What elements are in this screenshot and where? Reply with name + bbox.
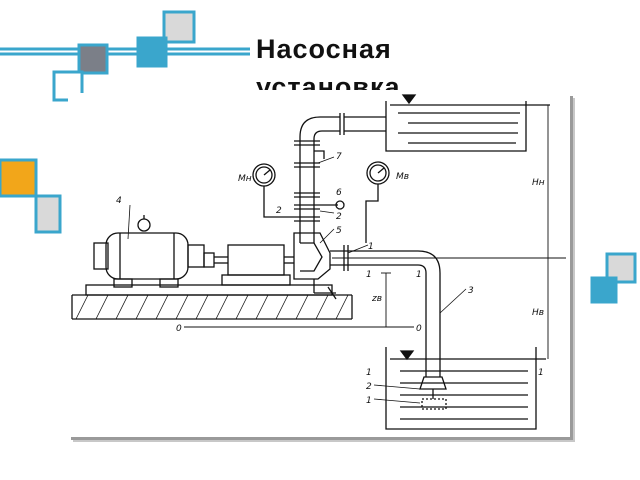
label-flange-2: 2 <box>336 212 342 222</box>
strainer <box>419 376 447 410</box>
floor-hatching <box>75 294 349 320</box>
valve-6 <box>320 200 345 210</box>
label-datum-left: 0 <box>176 324 182 334</box>
label-section-1-mid: 1 <box>368 242 374 252</box>
label-motor: 4 <box>116 196 122 206</box>
coupling <box>203 244 294 286</box>
label-pipe-7: 7 <box>336 152 342 162</box>
title-line-1: Насосная <box>256 34 392 64</box>
label-head-suction: Нв <box>532 308 544 318</box>
motor-4 <box>93 215 205 288</box>
deco-square <box>77 43 109 75</box>
deco-square <box>0 158 38 198</box>
suction-pipe-3 <box>330 245 441 377</box>
label-section-1-left: 1 <box>366 270 372 280</box>
deco-lines <box>0 47 250 56</box>
label-strainer-1: 1 <box>366 396 372 406</box>
pump-5 <box>293 232 337 300</box>
discharge-pipe <box>294 113 386 243</box>
label-gauge-discharge: Мн <box>238 174 252 184</box>
label-section-1-right: 1 <box>416 270 422 280</box>
deco-square <box>590 276 618 304</box>
slide-title: Насосная установка <box>256 30 506 90</box>
label-strainer-2: 2 <box>366 382 372 392</box>
label-datum-right: 0 <box>416 324 422 334</box>
label-tank-section-right: 1 <box>538 368 544 378</box>
deco-square <box>34 194 62 234</box>
lower-level-marker <box>399 350 415 361</box>
title-line-2: установка <box>256 72 401 90</box>
label-tank-section-left: 1 <box>366 368 372 378</box>
upper-level-marker <box>401 94 417 105</box>
lower-tank <box>385 347 546 430</box>
label-valve-6: 6 <box>336 188 342 198</box>
label-pump-5: 5 <box>336 226 342 236</box>
label-head-discharge: Нн <box>532 178 545 188</box>
label-gauge-suction: Мв <box>396 172 409 182</box>
pump-installation-diagram: 4 Мн Мв Нн Нв 7 6 2 5 2 3 zв 1 1 1 0 0 1… <box>68 93 570 437</box>
suction-gauge <box>365 161 390 243</box>
upper-tank <box>385 101 550 152</box>
discharge-gauge <box>252 163 294 218</box>
deco-square <box>136 36 168 68</box>
reference-lines <box>184 105 566 359</box>
label-suction-height: zв <box>371 294 382 304</box>
diagram-canvas: 4 Мн Мв Нн Нв 7 6 2 5 2 3 zв 1 1 1 0 0 1… <box>71 94 566 430</box>
leader-lines <box>127 156 467 404</box>
label-flange-left-2: 2 <box>276 206 282 216</box>
label-pipe-3: 3 <box>468 286 474 296</box>
deco-square <box>162 10 196 44</box>
base-plate <box>71 284 353 320</box>
